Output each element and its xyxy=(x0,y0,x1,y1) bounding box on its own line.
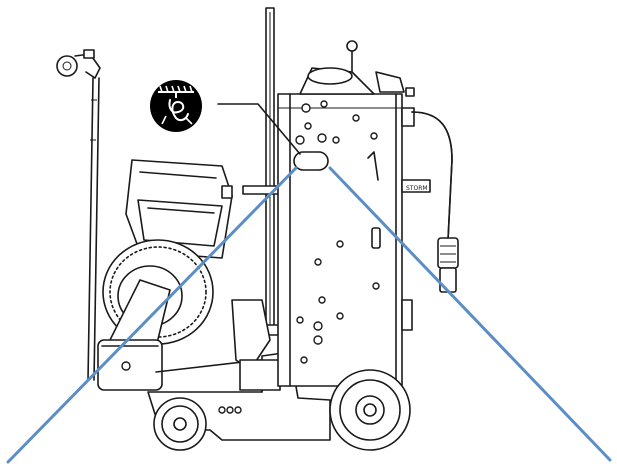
light-beam xyxy=(6,166,612,464)
electrical-side: STORM xyxy=(401,107,459,331)
side-mast xyxy=(56,49,101,381)
light-slot xyxy=(293,151,329,171)
leader-line xyxy=(217,103,301,155)
work-light-icon xyxy=(150,80,202,132)
power-connector xyxy=(437,237,459,269)
motor-box xyxy=(125,159,233,259)
beam-line-left xyxy=(6,166,298,464)
storm-label: STORM xyxy=(406,185,428,192)
front-small-wheel xyxy=(153,397,207,451)
beam-line-right xyxy=(328,166,612,462)
rear-large-wheel xyxy=(329,369,411,451)
main-cabinet xyxy=(277,40,415,387)
top-caster-wheel xyxy=(56,55,78,77)
